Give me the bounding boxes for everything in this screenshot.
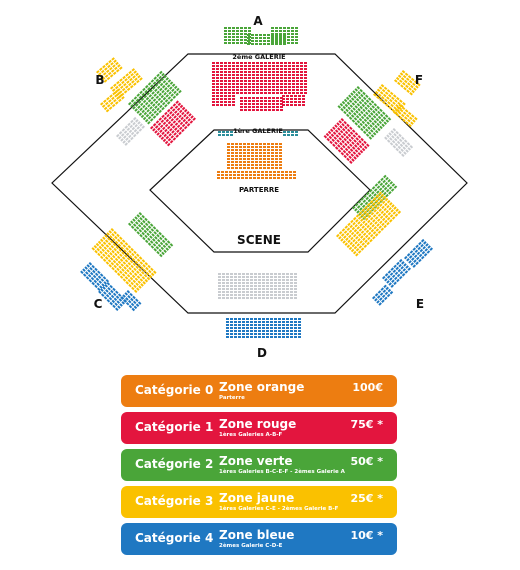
category-name: Catégorie 2 [135, 457, 214, 471]
seats-zone-f-yellow-3[interactable] [392, 103, 418, 128]
category-name: Catégorie 1 [135, 420, 214, 434]
seats-zone-f-green[interactable] [337, 85, 392, 140]
seats-galerie-a-red[interactable] [212, 62, 307, 94]
label-parterre: PARTERRE [239, 186, 279, 194]
category-sub: 2èmes Galerie C-D-E [219, 543, 283, 549]
seats-zone-b-yellow-1[interactable] [95, 57, 123, 83]
seats-parterre[interactable] [227, 143, 282, 169]
zone-label-d: D [257, 346, 267, 360]
category-2[interactable]: Catégorie 2 Zone verte 1ères Galeries B-… [121, 449, 397, 481]
category-sub: Parterre [219, 395, 245, 401]
zone-label-b: B [95, 73, 104, 87]
seats-zone-e-yellow[interactable] [336, 191, 402, 257]
category-price: 25€ * [350, 492, 383, 505]
category-3[interactable]: Catégorie 3 Zone jaune 1ères Galeries C-… [121, 486, 397, 518]
seats-zone-f-red[interactable] [323, 118, 370, 164]
hall-outline [51, 53, 468, 314]
category-name: Catégorie 0 [135, 383, 214, 397]
category-zone: Zone verte [219, 454, 293, 468]
category-zone: Zone jaune [219, 491, 295, 505]
category-0[interactable]: Catégorie 0 Zone orange Parterre 100€ [121, 375, 397, 407]
seats-zone-e-blue-3[interactable] [371, 284, 394, 306]
category-4[interactable]: Catégorie 4 Zone bleue 2èmes Galerie C-D… [121, 523, 397, 555]
seats-zone-c-blue-3[interactable] [120, 290, 142, 312]
seats-zone-f-grey[interactable] [384, 128, 414, 157]
label-2eme-galerie: 2ème GALERIE [232, 53, 285, 61]
seats-zone-grey-center[interactable] [218, 273, 297, 299]
category-price: 50€ * [350, 455, 383, 468]
seats-zone-d-2[interactable] [250, 318, 281, 338]
zone-label-a: A [253, 14, 263, 28]
label-1ere-galerie: 1ère GALERIE [233, 127, 283, 135]
stage-outline [149, 129, 371, 253]
zone-label-c: C [94, 297, 103, 311]
seats-zone-c-blue-1[interactable] [80, 262, 110, 291]
seats-parterre-wide[interactable] [217, 171, 296, 179]
category-zone: Zone rouge [219, 417, 297, 431]
seats-galerie-1-left[interactable] [218, 131, 233, 136]
seats-zone-d[interactable] [226, 318, 249, 338]
seats-galerie-1-right[interactable] [283, 131, 298, 136]
category-price: 75€ * [350, 418, 383, 431]
category-zone: Zone bleue [219, 528, 295, 542]
category-price: 10€ * [350, 529, 383, 542]
category-name: Catégorie 3 [135, 494, 214, 508]
category-price: 100€ [352, 381, 383, 394]
category-sub: 1ères Galeries C-E - 2èmes Galerie B-F [219, 506, 339, 512]
category-name: Catégorie 4 [135, 531, 214, 545]
category-1[interactable]: Catégorie 1 Zone rouge 1ères Galeries A-… [121, 412, 397, 444]
category-zone: Zone orange [219, 380, 305, 394]
seats-zone-b-grey[interactable] [115, 116, 145, 146]
seats-zone-b-red[interactable] [150, 100, 196, 147]
seats-zone-a-right[interactable] [271, 27, 298, 44]
seats-galerie-a-red-center[interactable] [240, 97, 283, 111]
seats-zone-e-blue-2[interactable] [382, 258, 411, 288]
seats-zone-b-yellow-3[interactable] [99, 89, 125, 113]
seats-galerie-a-red-lower-r[interactable] [282, 95, 305, 106]
seats-zone-c-blue-2[interactable] [98, 282, 128, 311]
zone-label-e: E [416, 297, 424, 311]
seating-plan: A B F C E D 2ème GALERIE 1ère GALERIE PA… [51, 14, 468, 360]
category-sub: 1ères Galeries B-C-E-F - 2èmes Galerie A [219, 469, 345, 475]
category-sub: 1ères Galeries A-B-F [219, 432, 283, 438]
seats-zone-c-green[interactable] [127, 212, 174, 258]
seats-zone-f-yellow-1[interactable] [394, 70, 421, 96]
zone-label-f: F [415, 73, 423, 87]
seats-zone-b-green[interactable] [127, 70, 182, 125]
label-scene: SCENE [237, 233, 281, 247]
seats-galerie-a-red-lower-l[interactable] [212, 95, 235, 106]
seats-zone-c-yellow[interactable] [91, 228, 157, 294]
seats-zone-e-blue-1[interactable] [404, 238, 433, 268]
seats-zone-d-3[interactable] [278, 318, 301, 338]
seats-zone-a-left[interactable] [224, 27, 251, 44]
